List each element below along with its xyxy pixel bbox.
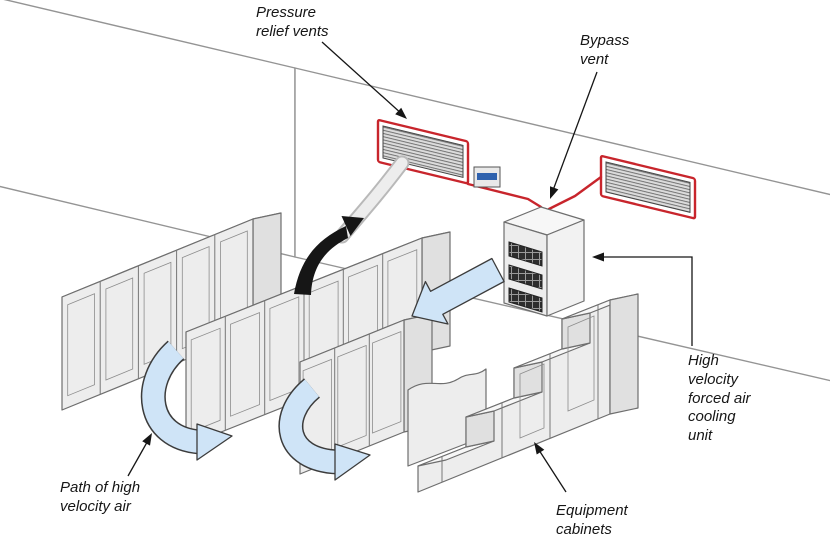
- label-pressure-relief-vents: Pressure relief vents: [256, 4, 329, 40]
- cooling-unit-grille-3: [508, 287, 543, 313]
- control-box-display: [477, 173, 497, 180]
- leader-bypass-vent: [551, 71, 598, 194]
- vent-louvers: [605, 161, 691, 213]
- cooling-unit: [503, 206, 585, 317]
- leader-cooling-unit: [596, 256, 693, 346]
- leader-pressure-vents: [321, 41, 404, 116]
- pipe-loop-left-vent: [376, 118, 470, 185]
- label-path-of-air: Path of high velocity air: [60, 479, 141, 515]
- row-end-cap: [609, 293, 639, 415]
- vent-louvers: [382, 125, 464, 178]
- label-equipment-cabinets: Equipment cabinets: [556, 502, 628, 538]
- airflow-arrow-curl-center: [278, 378, 371, 481]
- pressure-relief-vent-left: [376, 118, 470, 185]
- pipe-loop-right-vent: [599, 154, 697, 220]
- door-seams: [334, 334, 370, 461]
- label-leaders: [127, 41, 693, 493]
- leader-bypass-arrowhead: [550, 186, 559, 199]
- curl-center-arrowhead: [334, 443, 371, 481]
- airflow-arrow-curl-left: [140, 340, 233, 461]
- leader-equipment-arrowhead: [534, 442, 545, 455]
- leader-path-arrowhead: [142, 433, 152, 446]
- cooling-unit-grille-1: [508, 241, 543, 267]
- refrigerant-piping: [466, 175, 603, 211]
- airflow-arrow-straight: [411, 257, 505, 325]
- cabinet-row-middle: [185, 231, 451, 447]
- leader-cooling-unit-arrowhead: [592, 252, 604, 262]
- door-seams: [441, 304, 599, 483]
- label-high-velocity-unit: High velocity forced air cooling unit: [688, 352, 751, 444]
- cabinet-row-back: [61, 212, 282, 411]
- cabinet-row-front: [299, 313, 433, 475]
- control-box: [473, 166, 501, 188]
- pressure-relief-vent-right: [599, 154, 697, 220]
- cooling-unit-grille-2: [508, 264, 543, 290]
- exhaust-arrowhead: [341, 216, 364, 236]
- door-seams: [224, 253, 384, 431]
- leader-equipment-cabinets: [536, 446, 567, 493]
- curl-left-arrowhead: [196, 423, 233, 461]
- door-seams: [99, 234, 216, 395]
- door-panels: [519, 315, 595, 439]
- exhaust-arrow: [294, 216, 364, 295]
- cabinet-row-stepped: [417, 293, 639, 493]
- cooling-unit-side: [546, 219, 585, 317]
- label-bypass-vent: Bypass vent: [580, 32, 630, 68]
- pipe-left-run: [466, 182, 543, 209]
- pipe-right-run: [547, 175, 603, 211]
- left-wall: [0, 0, 296, 258]
- leader-pressure-arrowhead: [395, 107, 407, 119]
- airflow-arrows: [140, 257, 505, 481]
